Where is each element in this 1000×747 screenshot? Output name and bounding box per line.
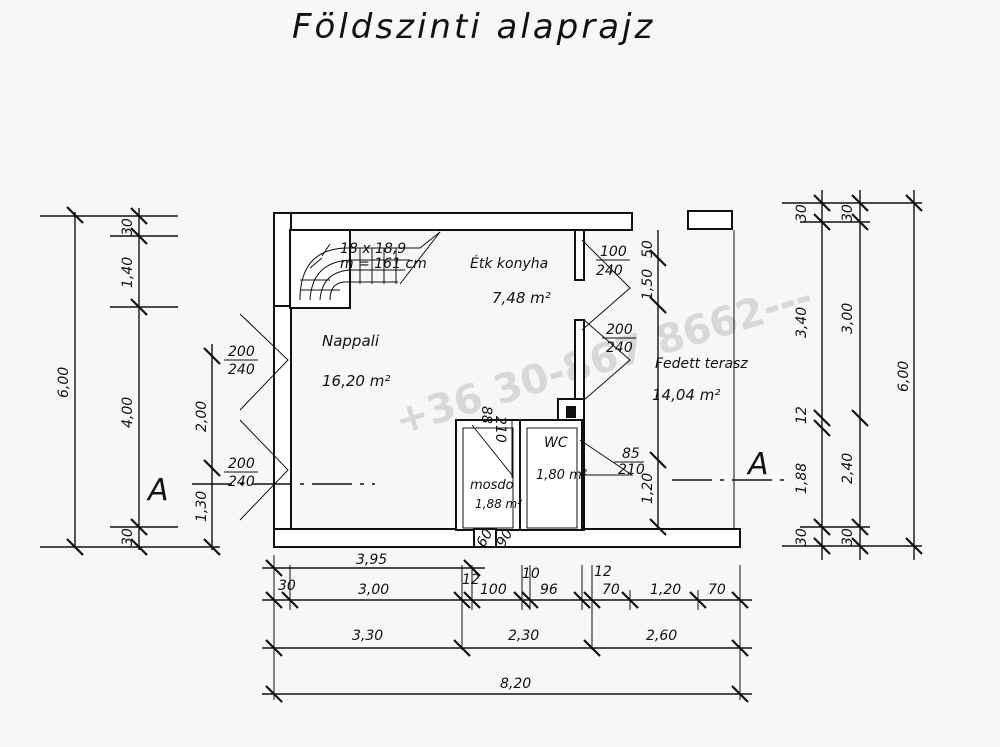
door-small-2: 90	[494, 526, 517, 550]
door-small-1: 60	[474, 526, 497, 550]
dim-right-outer: 6,00	[896, 361, 912, 392]
opening-left-upper-bot: 240	[228, 362, 255, 378]
bottom-dimensions: 3,95 30 3,00 12 100 10 96 12 70 1,20 70	[262, 552, 752, 703]
room-terasz-area: 14,04 m²	[652, 386, 720, 404]
opening-kitchen-top: 100	[600, 244, 627, 260]
room-konyha-area: 7,48 m²	[492, 289, 551, 307]
dim-bottom-2-2: 3,00	[358, 582, 389, 598]
dim-bottom-2-3: 12	[462, 572, 480, 588]
opening-left-lower-top: 200	[228, 456, 255, 472]
opening-marks: 100 240 200 240 200 240 200 240 85 210 8…	[224, 239, 645, 550]
room-mosdo-area: 1,88 m²	[475, 497, 522, 511]
dim-right-inner-1: 50	[640, 240, 656, 258]
opening-wc-top: 85	[622, 446, 640, 462]
stairs: 18 x 18,9 m = 161 cm	[299, 231, 441, 301]
dim-bottom-3-1: 3,30	[352, 628, 383, 644]
section-mark-left: A	[146, 473, 169, 508]
room-nappali-name: Nappali	[322, 332, 380, 350]
left-dimensions: 6,00 30 1,40 4,00 30 2,00 1,30	[40, 206, 221, 556]
building-walls	[273, 210, 741, 548]
room-labels: Nappali 16,20 m² Étk konyha 7,48 m² Fede…	[322, 255, 748, 511]
room-wc-area: 1,80 m²	[536, 468, 587, 483]
opening-mosdo-h1: 88	[478, 406, 494, 424]
dim-left-inner-2: 1,40	[120, 257, 136, 288]
dim-bottom-1: 3,95	[356, 552, 387, 568]
dim-left-window-2: 1,30	[194, 491, 210, 522]
dim-right-b-4: 30	[840, 528, 856, 546]
opening-left-upper-top: 200	[228, 344, 255, 360]
dim-right-a-3: 12	[794, 406, 810, 424]
dim-left-inner-1: 30	[120, 218, 136, 236]
dim-right-inner-2: 1,50	[640, 269, 656, 300]
opening-mosdo-h2: 210	[492, 416, 508, 443]
room-nappali-area: 16,20 m²	[322, 372, 390, 390]
dim-left-inner-3: 4,00	[120, 397, 136, 428]
stairs-steps: 18 x 18,9	[340, 241, 406, 257]
dim-bottom-2-6: 96	[540, 582, 558, 598]
dim-bottom-2-1: 30	[278, 578, 296, 594]
dim-right-a-1: 30	[794, 204, 810, 222]
opening-terrace-bot: 240	[606, 340, 633, 356]
opening-left-lower-bot: 240	[228, 474, 255, 490]
watermark: +36 30-867 8662---	[389, 274, 817, 445]
dim-bottom-2-4: 100	[480, 582, 507, 598]
dim-bottom-3-2: 2,30	[508, 628, 539, 644]
room-mosdo-name: mosdo	[470, 478, 514, 493]
opening-terrace-top: 200	[606, 322, 633, 338]
dim-bottom-2-8: 70	[602, 582, 620, 598]
dim-bottom-2-10: 70	[708, 582, 726, 598]
page-title: Földszinti alaprajz	[292, 7, 655, 47]
room-wc-name: WC	[544, 435, 568, 451]
room-konyha-name: Étk konyha	[470, 255, 548, 272]
opening-wc-bot: 210	[618, 462, 645, 478]
section-line: A A	[146, 447, 790, 508]
dim-left-inner-4: 30	[120, 528, 136, 546]
dim-right-a-2: 3,40	[794, 307, 810, 338]
dim-bottom-2-9: 1,20	[650, 582, 681, 598]
dim-right-b-3: 2,40	[840, 453, 856, 484]
dim-left-outer: 6,00	[56, 367, 72, 398]
dim-bottom-3-3: 2,60	[646, 628, 677, 644]
opening-kitchen-bot: 240	[596, 263, 623, 279]
dim-right-inner-3: 1,20	[640, 473, 656, 504]
right-dimensions: 50 1,50 1,20 30 3,40 12 1,88 30 30 3,00 …	[640, 190, 923, 560]
room-terasz-name: Fedett terasz	[655, 356, 748, 372]
dim-left-window-1: 2,00	[194, 401, 210, 432]
dim-bottom-4: 8,20	[500, 676, 531, 692]
stairs-rise: m = 161 cm	[340, 256, 427, 272]
dim-right-a-5: 30	[794, 528, 810, 546]
dim-right-b-2: 3,00	[840, 303, 856, 334]
dim-right-b-1: 30	[840, 204, 856, 222]
section-mark-right: A	[746, 447, 769, 482]
dim-bottom-2-7: 12	[594, 564, 612, 580]
dim-right-a-4: 1,88	[794, 463, 810, 494]
dim-bottom-2-5: 10	[522, 566, 540, 582]
